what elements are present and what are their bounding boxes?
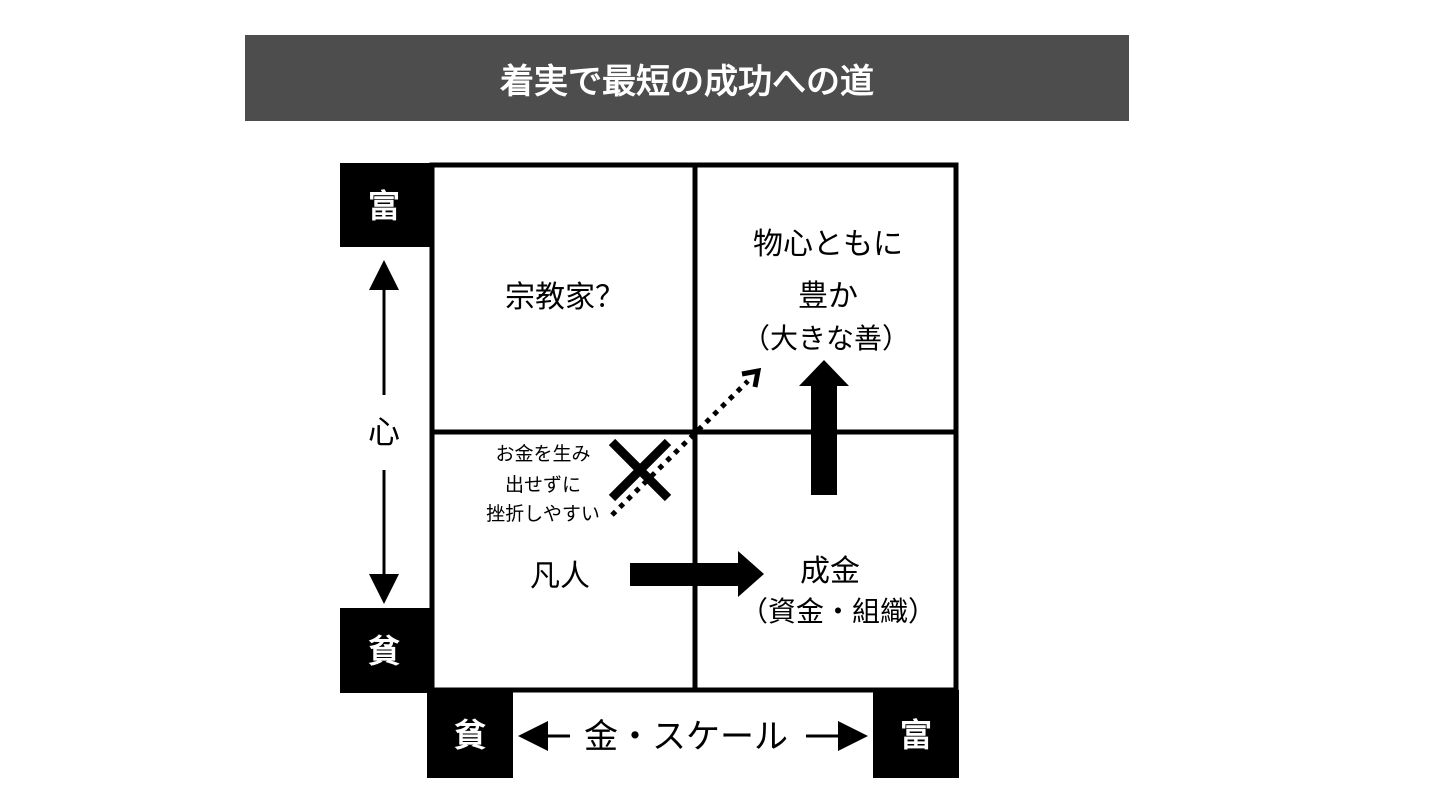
note-line3: 挫折しやすい <box>486 503 600 525</box>
quadrant-top-left: 宗教家？ <box>505 280 625 315</box>
y-top-label: 富 <box>368 187 400 225</box>
quadrant-bottom-right-line1: 成金 <box>800 554 860 589</box>
quadrant-top-right-line1: 物心ともに <box>753 227 903 262</box>
y-bottom-label: 貧 <box>368 632 400 670</box>
quadrant-bottom-left: 凡人 <box>530 559 590 594</box>
quadrant-top-right-line3: （大きな善） <box>742 322 910 355</box>
y-axis-label: 心 <box>368 413 400 451</box>
x-right-box <box>873 690 959 778</box>
note-line1: お金を生み <box>495 443 590 465</box>
right-block-arrow <box>630 551 764 597</box>
up-block-arrow <box>799 360 849 495</box>
y-bottom-box <box>340 608 432 693</box>
x-right-label: 富 <box>900 716 932 754</box>
dotted-path-arrow <box>610 379 750 517</box>
diagram-title: 着実で最短の成功への道 <box>245 35 1129 121</box>
quadrant-top-right-line2: 豊か <box>798 279 858 314</box>
y-top-box <box>340 163 432 247</box>
note-line2: 出せずに <box>505 474 581 496</box>
x-left-box <box>427 690 513 778</box>
quadrant-bottom-right-line2: （資金・組織） <box>740 595 936 628</box>
x-left-label: 貧 <box>454 716 486 754</box>
x-axis-label: 金・スケール <box>584 717 788 757</box>
cross-mark-icon <box>608 438 672 502</box>
dotted-arrow-head-icon <box>741 367 762 388</box>
